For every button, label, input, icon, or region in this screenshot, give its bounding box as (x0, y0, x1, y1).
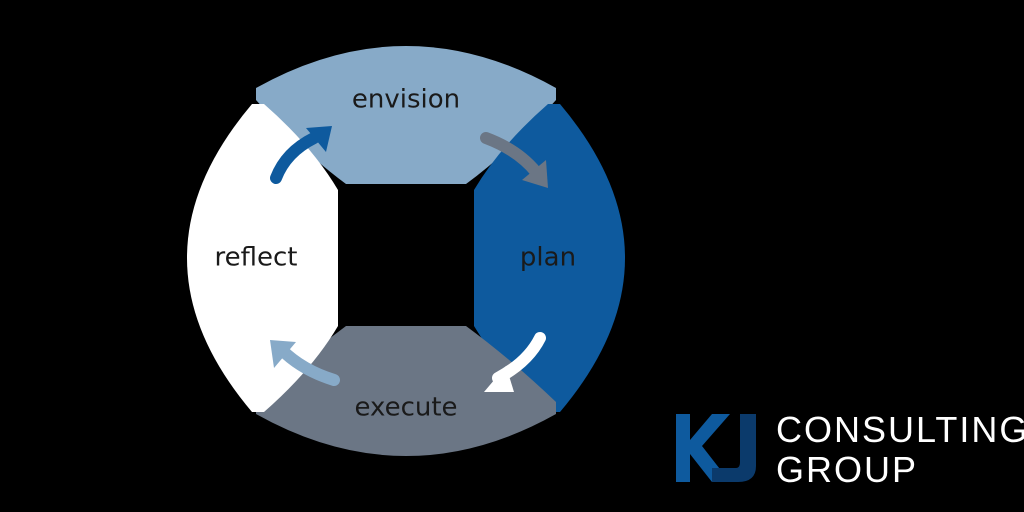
logo-line-consulting: CONSULTING (776, 409, 1024, 450)
envision-label: envision (352, 85, 460, 115)
plan-label: plan (520, 243, 576, 273)
arrowhead-execute-to-reflect (270, 340, 296, 368)
reflect-label: reflect (215, 243, 298, 273)
execute-label: execute (354, 393, 457, 423)
execute-segment (256, 326, 556, 456)
arrowhead-envision-to-plan (522, 160, 548, 188)
arrow-reflect-to-envision (270, 132, 320, 184)
envision-segment (256, 46, 556, 184)
arrowhead-plan-to-execute (484, 366, 514, 392)
arrowhead-reflect-to-envision (306, 126, 332, 152)
logo-j-mark (712, 414, 756, 482)
kj-consulting-logo: CONSULTING GROUP (676, 409, 1024, 490)
arrow-envision-to-plan (480, 132, 542, 178)
plan-segment (474, 104, 625, 412)
reflect-segment (187, 104, 338, 412)
logo-line-group: GROUP (776, 449, 918, 490)
logo-k-mark (676, 414, 730, 482)
